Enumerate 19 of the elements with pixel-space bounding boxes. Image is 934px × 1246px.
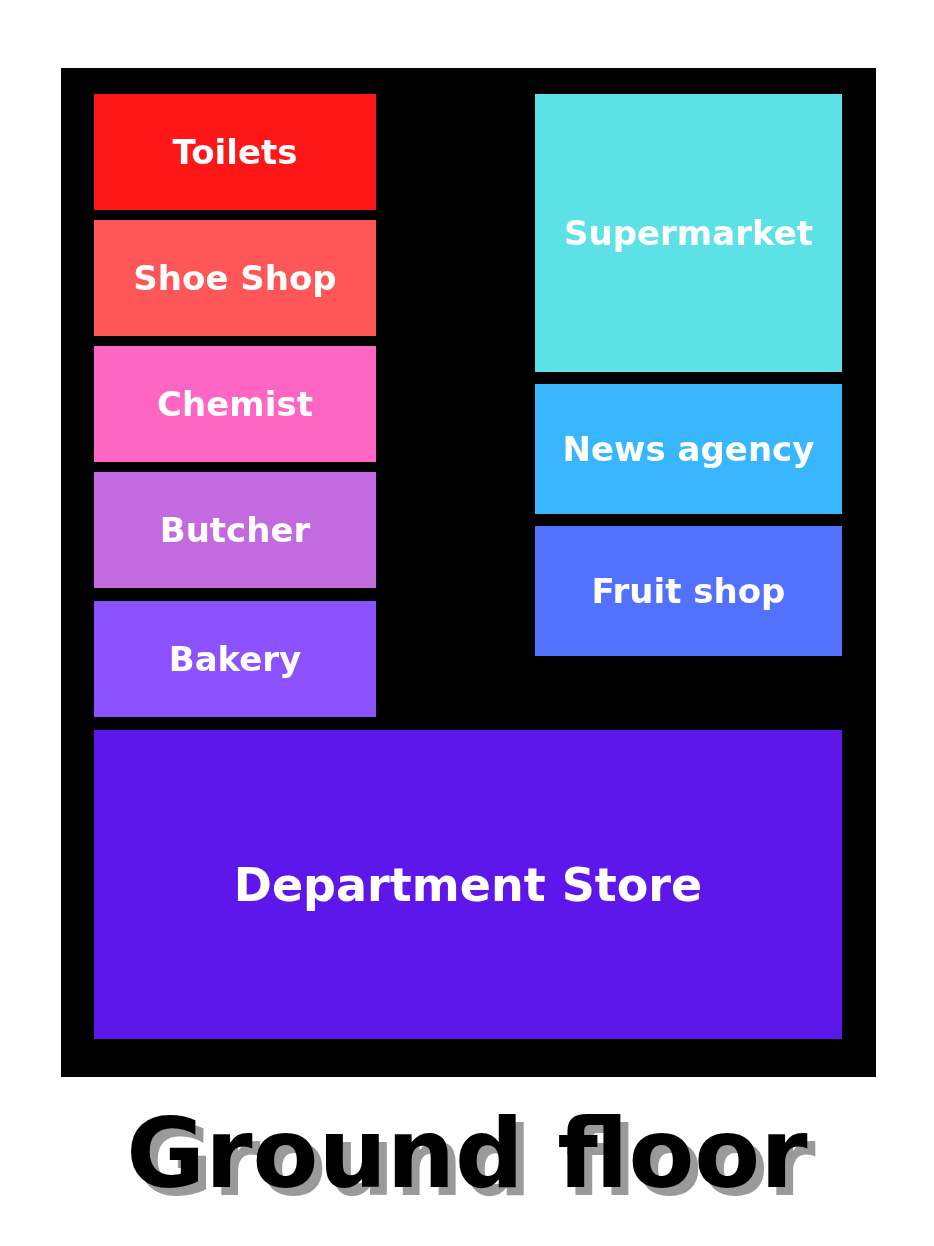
- shop-block: [535, 526, 842, 656]
- shop-block: [94, 220, 376, 336]
- shop-name: Chemist: [157, 384, 313, 424]
- shop-block: [535, 94, 842, 372]
- floor-plan-area: [61, 68, 876, 1077]
- shop-name: Supermarket: [564, 213, 813, 253]
- shop-block: [94, 472, 376, 588]
- shop-name: Butcher: [159, 510, 311, 550]
- shop-name: Department Store: [233, 857, 703, 912]
- shop-name: Bakery: [168, 639, 302, 679]
- shop-name: Shoe Shop: [133, 258, 337, 298]
- shop-block: [94, 601, 376, 717]
- shop-name: News agency: [562, 429, 815, 469]
- shop-block: [94, 94, 376, 210]
- shop-block: [535, 384, 842, 514]
- shop-block: [94, 346, 376, 462]
- shop-name: Toilets: [172, 132, 298, 172]
- store-block: [94, 730, 842, 1039]
- shop-name: Fruit shop: [591, 571, 786, 611]
